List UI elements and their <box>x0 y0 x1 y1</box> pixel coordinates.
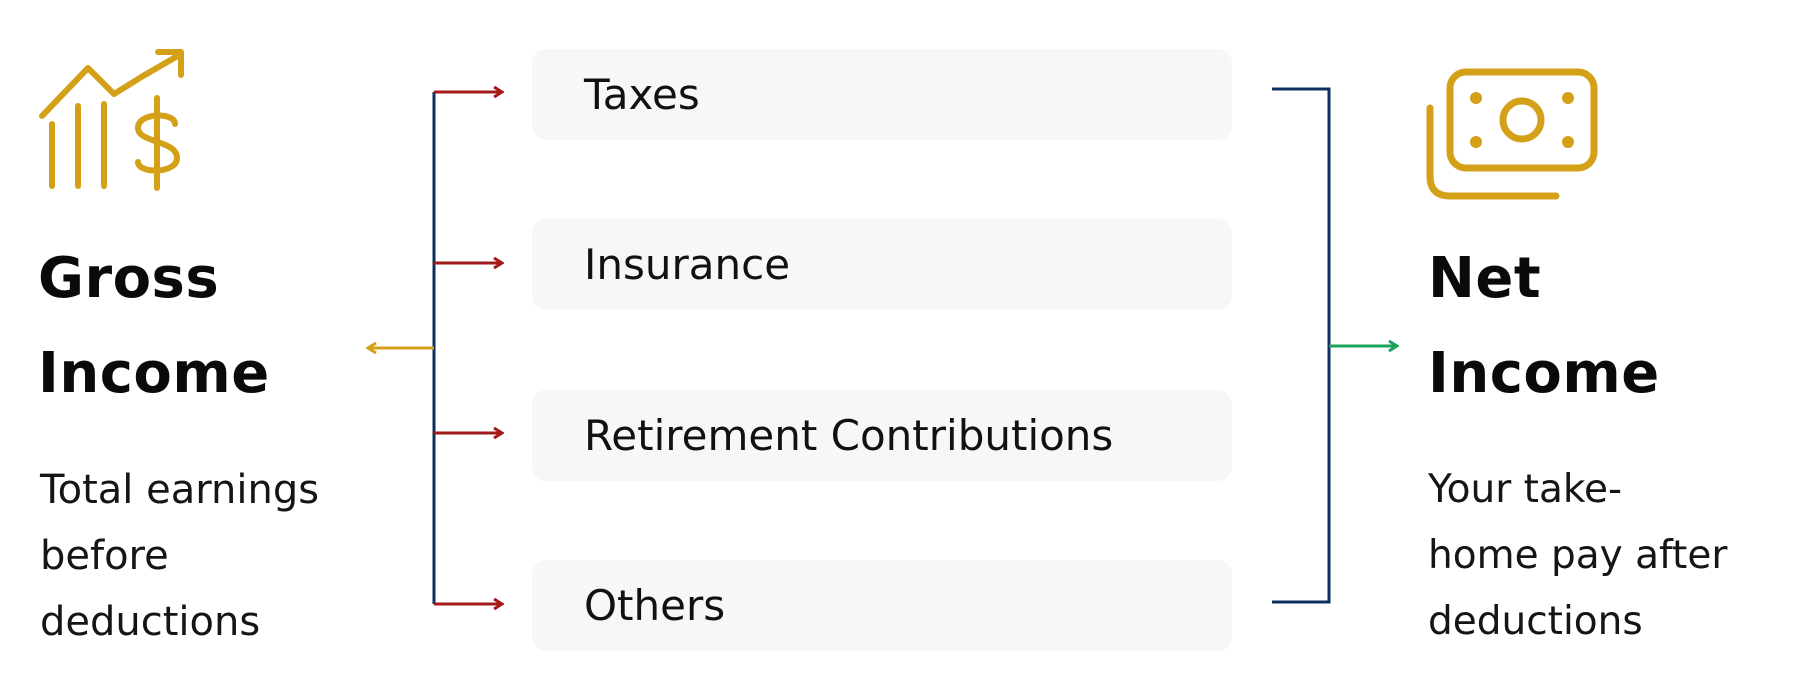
deduction-box-taxes: Taxes <box>532 49 1232 140</box>
deduction-label-taxes: Taxes <box>584 70 700 119</box>
gross-income-title-line-1: Gross <box>38 246 220 311</box>
net-income-desc-line-1: Your take- <box>1428 467 1623 512</box>
net-income-title-line-1: Net <box>1428 246 1542 311</box>
gross-income-desc-line-1: Total earnings <box>40 467 320 513</box>
gross-income-desc-line-2: before <box>40 533 169 579</box>
cash-stack-icon <box>1426 68 1598 200</box>
deduction-box-retirement: Retirement Contributions <box>532 390 1232 481</box>
net-income-description: Your take- home pay after deductions <box>1428 457 1727 655</box>
deduction-label-retirement: Retirement Contributions <box>584 411 1114 460</box>
growth-chart-dollar-icon <box>39 49 184 191</box>
net-income-desc-line-2: home pay after <box>1428 533 1728 578</box>
net-income-title-line-2: Income <box>1428 341 1660 406</box>
deduction-box-others: Others <box>532 560 1232 651</box>
gross-income-title: Gross Income <box>38 231 270 421</box>
net-income-title: Net Income <box>1428 231 1660 421</box>
deduction-box-insurance: Insurance <box>532 219 1232 310</box>
deduction-label-insurance: Insurance <box>584 240 791 289</box>
gross-income-title-line-2: Income <box>38 341 270 406</box>
gross-income-description: Total earnings before deductions <box>40 457 319 655</box>
deduction-label-others: Others <box>584 581 726 630</box>
gross-income-desc-line-3: deductions <box>40 599 261 645</box>
net-income-desc-line-3: deductions <box>1428 599 1643 644</box>
right-bracket-line <box>1272 87 1331 604</box>
